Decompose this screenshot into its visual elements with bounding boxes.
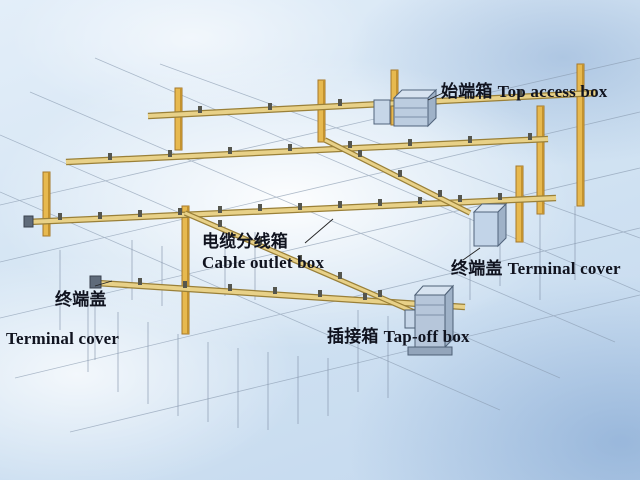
label-terminal-cover-right-zh: 终端盖 xyxy=(451,259,503,278)
hanger-rods xyxy=(59,206,576,430)
label-tap-off-en: Tap-off box xyxy=(383,327,470,346)
cross-rails xyxy=(183,137,472,321)
label-cable-outlet-zh: 电缆分线箱 xyxy=(202,232,288,251)
top-access-box-graphic xyxy=(373,88,438,128)
label-terminal-cover-left-zh: 终端盖 xyxy=(55,290,107,309)
tap-off-box-graphic xyxy=(404,284,455,356)
label-tap-off-zh: 插接箱 xyxy=(327,327,379,346)
rail-ticks xyxy=(58,90,532,300)
label-top-access-zh: 始端箱 xyxy=(441,82,493,101)
leader-lines xyxy=(94,90,481,287)
label-top-access-en: Top access box xyxy=(497,82,608,101)
label-cable-outlet-box: 电缆分线箱 Cable outlet box xyxy=(202,231,324,274)
label-terminal-cover-left-en: Terminal cover xyxy=(6,329,120,348)
label-cable-outlet-en: Cable outlet box xyxy=(202,253,325,273)
label-terminal-cover-right-en: Terminal cover xyxy=(507,259,621,278)
terminal-end-caps xyxy=(23,215,102,289)
grid-lines xyxy=(0,57,640,433)
busway-rails xyxy=(27,89,597,311)
terminal-cover-box-graphic xyxy=(472,202,508,248)
